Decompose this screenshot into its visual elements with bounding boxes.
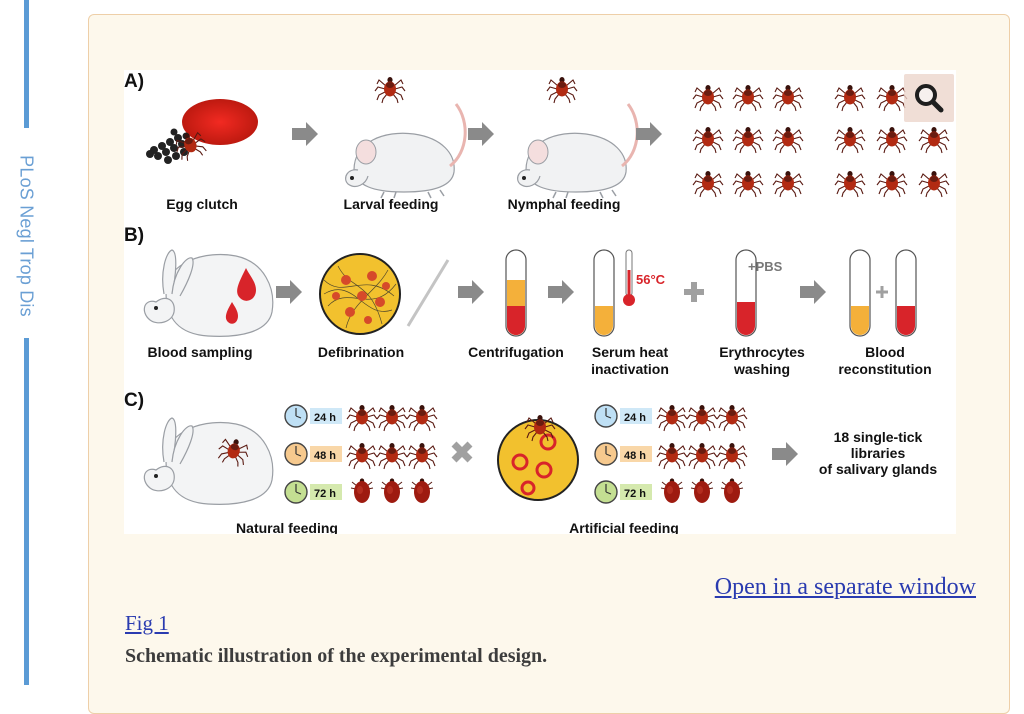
label-erythrocytes-2: washing [733, 361, 790, 377]
egg-clutch-illustration [146, 99, 258, 164]
label-erythrocytes-1: Erythrocytes [719, 344, 805, 360]
arrow-a2 [468, 122, 494, 146]
rail-line-top [24, 0, 29, 128]
pbs-label: +PBS [748, 259, 783, 274]
nymphal-tick [546, 76, 578, 104]
label-serum-heat-1: Serum heat [592, 344, 669, 360]
zoom-button[interactable] [904, 74, 954, 122]
nat-time-48: 48 h [314, 450, 336, 462]
art-time-24: 24 h [624, 412, 646, 424]
blood-drop-large [237, 268, 256, 301]
nat-time-24: 24 h [314, 412, 336, 424]
label-blood-recon-1: Blood [865, 344, 905, 360]
result-line-2: libraries [851, 445, 906, 461]
result-line-3: of salivary glands [819, 461, 937, 477]
arrow-b4 [800, 280, 826, 304]
art-time-72: 72 h [624, 488, 646, 500]
artificial-timepoints [594, 404, 652, 504]
journal-label: PLoS Negl Trop Dis [16, 155, 37, 317]
panel-a-letter: A) [124, 71, 144, 92]
serum-tube [593, 249, 615, 337]
natural-feeding-rabbit [143, 417, 274, 505]
magnifier-icon [915, 84, 944, 113]
larval-tick [374, 76, 406, 104]
open-in-separate-window-link[interactable]: Open in a separate window [714, 574, 976, 600]
arrow-c1 [772, 442, 798, 466]
natural-fed-ticks [346, 404, 438, 504]
defibrination-circle [319, 253, 401, 335]
label-natural-feeding: Natural feeding [236, 520, 338, 534]
erythrocyte-tube [735, 249, 757, 337]
label-artificial-feeding: Artificial feeding [569, 520, 679, 534]
centrifugation-tube [505, 249, 527, 337]
panel-c-letter: C) [124, 390, 144, 411]
arrow-b2 [458, 280, 484, 304]
label-blood-recon-2: reconstitution [838, 361, 931, 377]
art-time-48: 48 h [624, 450, 646, 462]
nat-time-72: 72 h [314, 488, 336, 500]
rail-line-bottom [24, 338, 29, 685]
label-larval-feeding: Larval feeding [344, 196, 439, 212]
nymphal-mouse [516, 102, 639, 200]
panel-b-letter: B) [124, 225, 144, 246]
arrow-b1 [276, 280, 302, 304]
natural-timepoints [284, 404, 342, 504]
artificial-fed-ticks [656, 404, 748, 504]
thermometer [623, 249, 635, 306]
label-defibrination: Defibrination [318, 344, 404, 360]
label-serum-heat-2: inactivation [591, 361, 669, 377]
label-blood-sampling: Blood sampling [148, 344, 253, 360]
defibrination-stick [406, 259, 450, 327]
figure-caption: Schematic illustration of the experiment… [125, 645, 548, 667]
label-egg-clutch: Egg clutch [166, 196, 238, 212]
blood-drop-small [225, 302, 238, 324]
journal-rail: PLoS Negl Trop Dis [0, 0, 40, 685]
result-line-1: 18 single-tick [834, 429, 923, 445]
temperature-label: 56°C [636, 272, 666, 287]
arrow-a3 [636, 122, 662, 146]
multiply-sign [451, 441, 473, 463]
label-nymphal-feeding: Nymphal feeding [508, 196, 621, 212]
figure-image[interactable]: A) Egg clutch Larval feeding Nymphal fee… [124, 70, 956, 534]
label-centrifugation: Centrifugation [468, 344, 564, 360]
fig-link[interactable]: Fig 1 [125, 611, 169, 635]
arrow-b3 [548, 280, 574, 304]
reconstitution-tubes [849, 249, 917, 337]
larval-mouse [344, 102, 467, 200]
plus-sign-b1 [684, 282, 704, 302]
arrow-a1 [292, 122, 318, 146]
artificial-feeding-membrane [497, 414, 579, 501]
